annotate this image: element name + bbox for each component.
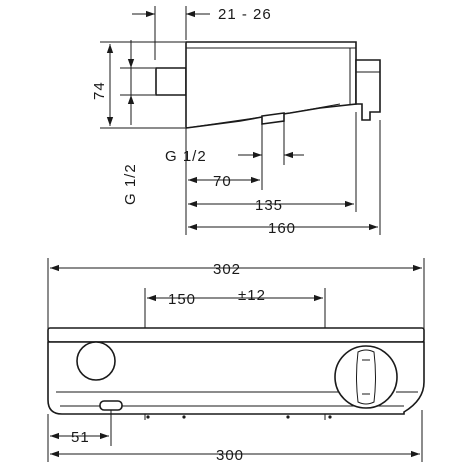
dim-135-label: 135 xyxy=(255,197,283,214)
dim-offset: 51 xyxy=(50,410,112,446)
dim-spacing-tolerance: ±12 xyxy=(238,287,266,304)
dim-thread-vertical: G 1/2 xyxy=(120,40,155,205)
dim-bottom-width-label: 300 xyxy=(216,447,244,464)
dim-width: 302 xyxy=(47,258,425,330)
dim-height: 74 xyxy=(91,41,185,129)
front-view xyxy=(47,327,425,419)
thermostat-body-front xyxy=(47,341,425,415)
dim-width-label: 302 xyxy=(213,261,241,278)
dim-135: 135 xyxy=(188,112,357,214)
inlet-pipe xyxy=(155,67,187,96)
dim-spacing-label: 150 xyxy=(168,291,196,308)
dim-offset-label: 51 xyxy=(71,429,90,446)
dim-spacing: 150 ±12 xyxy=(144,287,326,420)
screw xyxy=(182,415,186,419)
side-view xyxy=(155,41,381,129)
screw xyxy=(146,415,150,419)
dim-thread-horizontal-label: G 1/2 xyxy=(165,148,207,165)
screw xyxy=(286,415,290,419)
dim-70: 70 xyxy=(185,128,260,235)
dim-thread-vertical-label: G 1/2 xyxy=(122,163,139,205)
dim-160-label: 160 xyxy=(268,220,296,237)
temperature-handle[interactable] xyxy=(334,345,398,409)
handle-grip xyxy=(356,349,376,405)
wall-mount xyxy=(355,59,381,121)
dim-160: 160 xyxy=(188,120,381,237)
hose-outlet xyxy=(99,400,123,411)
dim-height-label: 74 xyxy=(91,81,108,100)
front-top-cover xyxy=(47,327,425,343)
dim-bottom-width: 300 xyxy=(47,410,423,464)
dim-top-depth-label: 21 - 26 xyxy=(218,6,272,23)
dim-thread-horizontal: G 1/2 xyxy=(165,121,304,190)
dim-70-label: 70 xyxy=(213,173,232,190)
on-off-button[interactable] xyxy=(76,341,116,381)
dim-top-depth: 21 - 26 xyxy=(132,6,272,60)
screw xyxy=(328,415,332,419)
